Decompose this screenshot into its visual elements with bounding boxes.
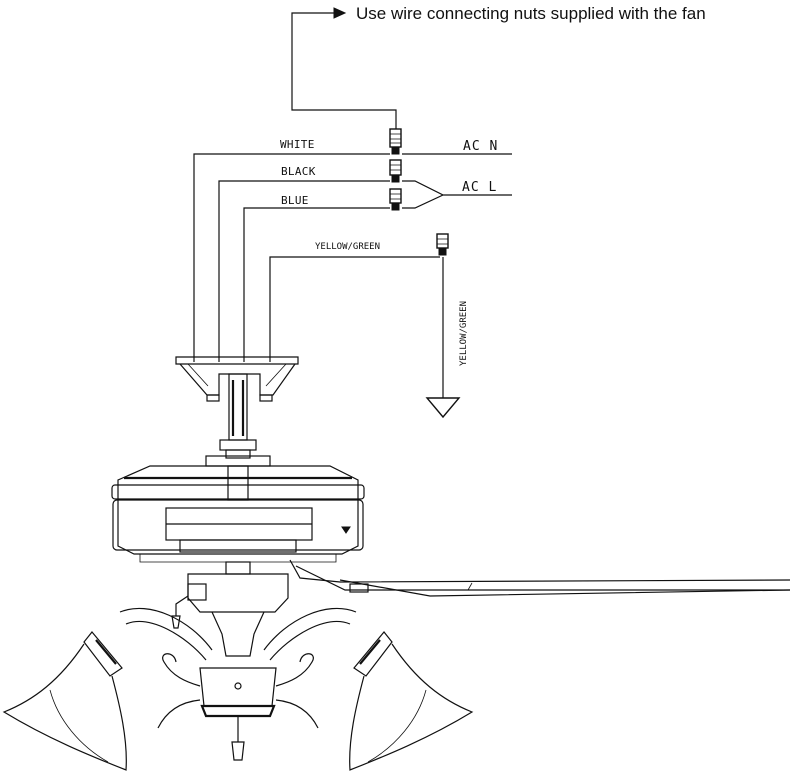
supply-live-wire bbox=[402, 180, 512, 209]
switch-housing bbox=[171, 561, 289, 761]
ground-symbol-icon bbox=[425, 397, 461, 419]
mounting-bracket bbox=[175, 356, 299, 402]
white-wire-label: WHITE bbox=[280, 138, 315, 151]
arrow-head-icon bbox=[333, 7, 347, 19]
ground-drop-label: YELLOW/GREEN bbox=[459, 301, 469, 366]
light-arms bbox=[119, 607, 357, 729]
wire-nut-blue bbox=[389, 188, 402, 211]
wire-nut-white bbox=[389, 128, 402, 155]
note-callout: Use wire connecting nuts supplied with t… bbox=[291, 4, 706, 135]
white-wire bbox=[193, 153, 390, 362]
right-light-shade bbox=[349, 631, 474, 771]
downrod bbox=[205, 373, 271, 467]
black-wire-label: BLACK bbox=[281, 165, 316, 178]
ground-wire-label: YELLOW/GREEN bbox=[315, 242, 380, 252]
fan-blade bbox=[289, 559, 791, 597]
blue-wire-label: BLUE bbox=[281, 194, 309, 207]
wire-nut-note: Use wire connecting nuts supplied with t… bbox=[356, 4, 706, 23]
ac-neutral-label: AC N bbox=[463, 139, 498, 154]
wires bbox=[193, 153, 512, 398]
blue-wire bbox=[243, 207, 390, 362]
ground-wire bbox=[269, 256, 440, 362]
left-light-shade bbox=[2, 631, 127, 771]
ac-live-label: AC L bbox=[462, 180, 497, 195]
black-wire bbox=[218, 180, 390, 362]
wire-nut-black bbox=[389, 159, 402, 183]
wire-nut-ground bbox=[436, 233, 449, 256]
motor-housing bbox=[111, 465, 365, 563]
